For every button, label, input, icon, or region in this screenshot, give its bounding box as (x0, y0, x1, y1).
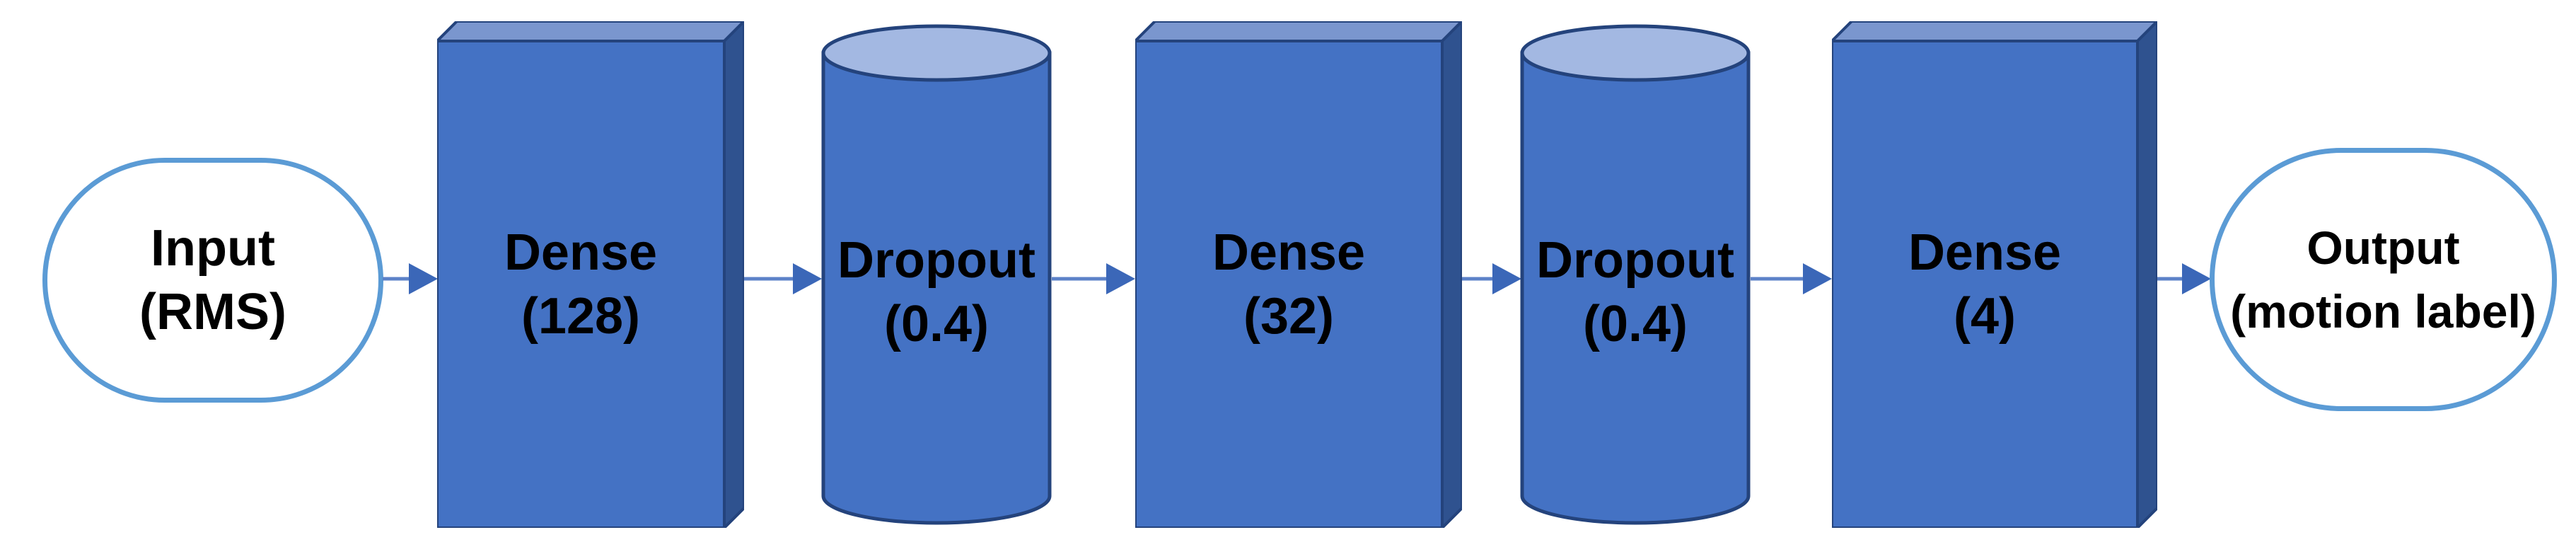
node-label-line2: (RMS) (139, 284, 286, 340)
flow-arrow-6 (2157, 256, 2211, 301)
node-dropout-2-cylinder: Dropout (0.4) (1520, 23, 1751, 526)
flow-arrow-4 (1462, 256, 1521, 301)
node-dropout-1-cylinder: Dropout (0.4) (821, 23, 1052, 526)
node-label-line1: Input (151, 220, 275, 277)
flow-arrow-1 (383, 256, 438, 301)
node-dense-4-box: Dense (4) (1832, 21, 2157, 528)
node-output-terminal: Output (motion label) (2210, 148, 2557, 411)
node-label-line2: (motion label) (2230, 285, 2536, 338)
flow-arrow-2 (744, 256, 822, 301)
node-input-terminal: Input (RMS) (42, 158, 383, 403)
node-label-line1: Output (2307, 221, 2460, 274)
node-dense-32-box: Dense (32) (1135, 21, 1462, 528)
flow-arrow-3 (1052, 256, 1135, 301)
node-dense-128-box: Dense (128) (437, 21, 744, 528)
flow-arrow-5 (1751, 256, 1832, 301)
